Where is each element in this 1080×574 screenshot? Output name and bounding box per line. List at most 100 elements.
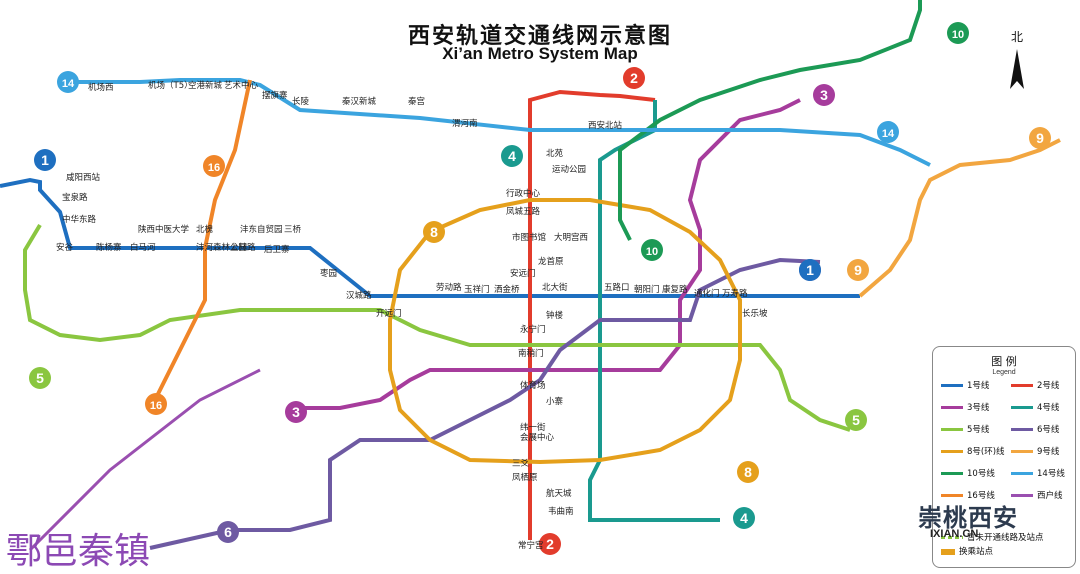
legend-swatch [941, 450, 963, 453]
station-label: 西安北站 [588, 120, 623, 131]
station-label: 三爻 [512, 459, 530, 469]
svg-text:2: 2 [630, 70, 638, 86]
station-label: 万寿路 [722, 288, 748, 299]
station-label: 大明宫西 [554, 232, 588, 243]
line-badge-b3a: 3 [813, 84, 835, 106]
svg-text:4: 4 [740, 510, 748, 526]
station-label: 机场西 [88, 82, 114, 93]
line-16-path [153, 79, 252, 401]
station-label: 中华东路 [62, 214, 97, 225]
line-badge-b3b: 3 [285, 401, 307, 423]
station-label: 后卫寨 [264, 244, 290, 255]
station-label: 安远门 [510, 268, 536, 279]
station-label: 劳动路 [436, 282, 462, 293]
line-3-path [300, 98, 801, 410]
svg-text:6: 6 [224, 524, 232, 540]
legend-label: 3号线 [967, 403, 990, 413]
svg-text:4: 4 [508, 148, 516, 164]
station-label: 北苑 [546, 148, 564, 159]
line-badge-b8b: 8 [737, 461, 759, 483]
legend-row: 6号线 [1011, 425, 1059, 435]
legend-label: 9号线 [1037, 447, 1060, 457]
station-label: 咸阳西站 [66, 172, 101, 183]
station-label: 洒金桥 [494, 284, 520, 295]
svg-text:3: 3 [820, 87, 828, 103]
line-badge-b9b: 9 [847, 259, 869, 281]
line-badge-b14a: 14 [57, 71, 79, 93]
legend-swatch [1011, 494, 1033, 497]
svg-text:14: 14 [62, 78, 75, 90]
station-label: 钟楼 [546, 310, 564, 321]
legend-row: 16号线 [941, 491, 995, 501]
svg-text:1: 1 [806, 262, 814, 278]
brand-logo-text: 崇桃西安 [918, 503, 1018, 532]
legend-label: 14号线 [1037, 469, 1065, 479]
legend-swatch [941, 494, 963, 497]
legend-swatch [1011, 384, 1033, 387]
legend-note-transfer: 换乘站点 [941, 545, 993, 557]
station-label: 空港新城 [188, 80, 223, 91]
legend-label: 2号线 [1037, 381, 1060, 391]
line-badge-b16a: 16 [203, 155, 225, 177]
legend-swatch [1011, 428, 1033, 431]
station-label: 凤栖原 [512, 472, 538, 483]
svg-text:1: 1 [41, 152, 49, 168]
station-label: 渭河南 [452, 118, 478, 129]
legend-label: 8号(环)线 [967, 447, 1005, 457]
legend-row: 10号线 [941, 469, 995, 479]
svg-text:2: 2 [546, 536, 554, 552]
legend-swatch [941, 428, 963, 431]
line-badge-b10b: 10 [641, 239, 663, 261]
legend-label: 1号线 [967, 381, 990, 391]
line-badge-b1b: 1 [799, 259, 821, 281]
line-badge-b8a: 8 [423, 221, 445, 243]
svg-text:8: 8 [430, 224, 438, 240]
svg-text:9: 9 [1036, 130, 1044, 146]
legend-row: 3号线 [941, 403, 989, 413]
station-label: 会展中心 [520, 432, 555, 443]
svg-text:9: 9 [854, 262, 862, 278]
legend-row: 8号(环)线 [941, 447, 1005, 457]
station-label: 行政中心 [506, 188, 541, 199]
station-label: 北槐 [196, 224, 214, 235]
legend-title: 图 例 [991, 355, 1017, 368]
station-label: 安谷 [56, 242, 74, 253]
station-label: 陕西中医大学 [138, 224, 190, 235]
legend-label: 10号线 [967, 469, 995, 479]
line-badge-b10a: 10 [947, 22, 969, 44]
svg-text:8: 8 [744, 464, 752, 480]
legend-label: 5号线 [967, 425, 990, 435]
station-label: 龙首原 [538, 256, 564, 267]
station-label: 通化门 [694, 288, 720, 299]
station-label: 永宁门 [520, 324, 546, 335]
line-xihu-path [28, 368, 261, 552]
station-label: 开远门 [376, 308, 402, 319]
legend-row: 4号线 [1011, 403, 1059, 413]
svg-text:14: 14 [882, 128, 895, 140]
map-subtitle: Xi’an Metro System Map [442, 44, 638, 63]
legend-swatch [941, 472, 963, 475]
legend-note-planned: 暂未开通线路及站点 [941, 531, 1044, 543]
station-label: 体育场 [520, 380, 546, 391]
station-label: 秦汉新城 [342, 96, 377, 107]
legend-transfer-swatch [941, 548, 955, 555]
line-9-path [858, 138, 1061, 298]
station-label: 凤城五路 [506, 206, 541, 217]
legend-row: 西户线 [1011, 491, 1063, 501]
station-label: 枣园 [320, 268, 337, 279]
station-label: 小寨 [546, 396, 564, 407]
legend-swatch [941, 406, 963, 409]
legend-swatch [941, 384, 963, 387]
line-badge-b9a: 9 [1029, 127, 1051, 149]
station-label: 上林路 [230, 242, 256, 253]
line-badge-b14b: 14 [877, 121, 899, 143]
compass-icon [1010, 49, 1024, 89]
line-5-path [23, 223, 851, 432]
station-label: 摆旗寨 [262, 90, 288, 101]
station-label: 沣河森林公园 [196, 242, 247, 253]
legend-swatch [1011, 406, 1033, 409]
station-label: 五路口 [604, 282, 630, 293]
station-label: 北大街 [542, 282, 568, 293]
